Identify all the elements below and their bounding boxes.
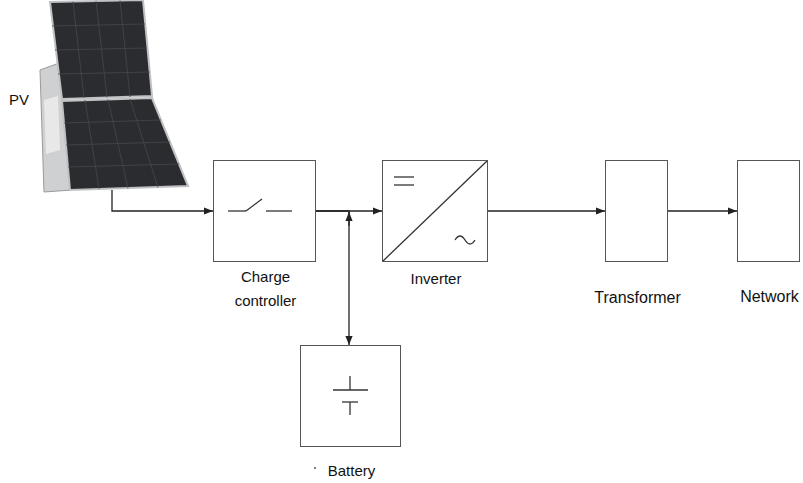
switch-symbol [228, 199, 292, 211]
solar-panel [62, 98, 188, 190]
box-label: Network [740, 285, 799, 309]
dot-mark [314, 467, 316, 469]
battery-symbol [333, 376, 368, 415]
box-label: Transformer [594, 286, 681, 310]
connector-line [668, 210, 737, 211]
connector-arrow [668, 211, 737, 212]
charge-controller-box: Charge controller [213, 160, 316, 262]
connector-line [316, 211, 349, 345]
inverter-box: Inverter [382, 160, 488, 262]
panel-cells [52, 1, 150, 99]
connector-head [348, 212, 349, 226]
inverter-symbol [383, 161, 487, 261]
box-label: Battery [328, 459, 376, 483]
box-label: Charge controller [214, 265, 317, 313]
box-label: Inverter [411, 267, 462, 291]
pv-panel: PV [40, 0, 192, 190]
battery-box: Battery [300, 345, 401, 447]
connector-line [112, 190, 213, 211]
transformer-box: Transformer [605, 160, 668, 262]
panel-cells [64, 99, 179, 189]
connector-arrow [112, 190, 213, 211]
solar-panel [50, 0, 152, 99]
network-box: Network [737, 160, 800, 262]
connector-arrow [488, 211, 605, 212]
box-label: PV [9, 88, 29, 112]
panel-stand-highlight [44, 96, 60, 154]
connector-line [488, 210, 605, 211]
connector-arrow [316, 211, 349, 345]
